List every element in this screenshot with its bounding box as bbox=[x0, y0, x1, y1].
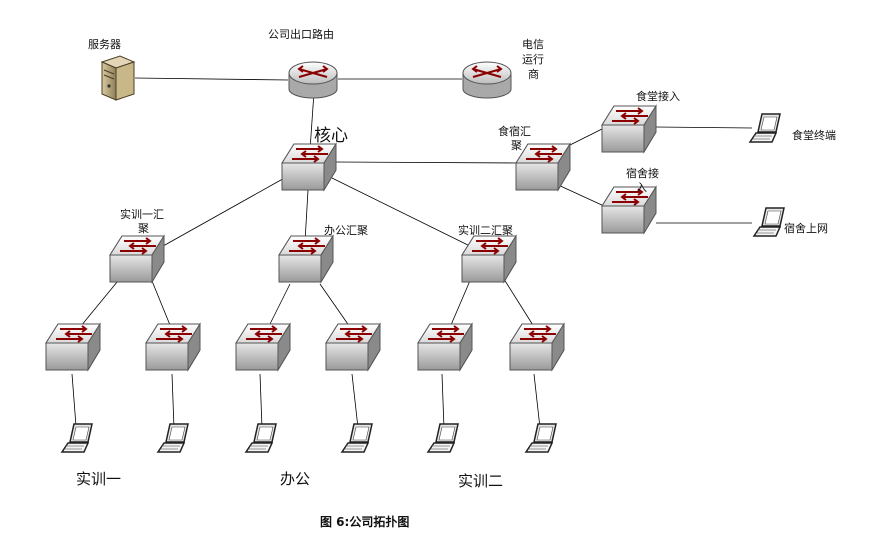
office-agg-switch-icon bbox=[278, 235, 334, 283]
link-core-train2agg bbox=[331, 177, 479, 251]
isp-label-line-2: 运行 bbox=[522, 53, 544, 66]
dorm-access-switch-icon bbox=[601, 186, 657, 234]
router-main-label: 公司出口路由 bbox=[268, 27, 334, 41]
link-core-train1agg bbox=[155, 175, 289, 251]
core-switch-icon bbox=[281, 143, 337, 191]
link-sw-laptop-5 bbox=[441, 373, 445, 429]
link-train2agg-sw1 bbox=[447, 275, 473, 333]
access-switch-icon bbox=[325, 323, 381, 371]
train1-group-label: 实训一 bbox=[76, 470, 121, 488]
office-group-label: 办公 bbox=[280, 470, 310, 488]
link-canteen-terminal bbox=[655, 126, 753, 129]
link-dormagg-dorm bbox=[555, 183, 605, 207]
office-agg-label: 办公汇聚 bbox=[324, 224, 368, 237]
canteen-terminal-label: 食堂终端 bbox=[792, 128, 836, 142]
isp-label-line-1: 电信 bbox=[522, 38, 544, 51]
dorm-laptop-icon bbox=[753, 207, 785, 237]
laptop-icon bbox=[157, 423, 189, 453]
link-train1agg-sw2 bbox=[149, 275, 173, 331]
figure-caption: 图 6:公司拓扑图 bbox=[320, 514, 409, 529]
link-server-router bbox=[134, 77, 289, 81]
train2-group-label: 实训二 bbox=[458, 472, 503, 490]
laptop-icon bbox=[427, 423, 459, 453]
dorm-agg-label-line-2: 聚 bbox=[511, 139, 522, 152]
access-switch-icon bbox=[417, 323, 473, 371]
link-train2agg-sw2 bbox=[501, 275, 537, 331]
link-sw-laptop-6 bbox=[533, 373, 541, 429]
laptop-icon bbox=[525, 423, 557, 453]
canteen-access-switch-icon bbox=[601, 105, 657, 153]
train2-agg-switch-icon bbox=[461, 235, 517, 283]
train2-agg-label: 实训二汇聚 bbox=[458, 223, 513, 237]
link-sw-laptop-3 bbox=[259, 373, 263, 429]
dorm-agg-switch-icon bbox=[515, 143, 571, 191]
dorm-access-label-line-2: 入 bbox=[636, 181, 647, 194]
dorm-access-label-line-1: 宿舍接 bbox=[626, 166, 659, 180]
link-sw-laptop-1 bbox=[71, 373, 77, 427]
access-switch-icon bbox=[509, 323, 565, 371]
link-train1agg-sw1 bbox=[75, 275, 123, 333]
link-sw-laptop-4 bbox=[351, 373, 359, 429]
train1-agg-label-line-2: 聚 bbox=[138, 222, 149, 235]
main-router-icon bbox=[288, 61, 338, 99]
isp-label-line-3: 商 bbox=[528, 67, 539, 81]
link-sw-laptop-2 bbox=[171, 373, 175, 429]
link-core-officeagg bbox=[304, 189, 309, 243]
isp-router-icon bbox=[462, 61, 512, 99]
dorm-net-label: 宿舍上网 bbox=[784, 221, 828, 235]
server-icon bbox=[100, 55, 136, 101]
train1-agg-label-line-1: 实训一汇 bbox=[120, 207, 164, 221]
laptop-icon bbox=[341, 423, 373, 453]
access-switch-icon bbox=[235, 323, 291, 371]
dorm-agg-label-line-1: 食宿汇 bbox=[498, 124, 531, 138]
access-switch-icon bbox=[45, 323, 101, 371]
core-label: 核心 bbox=[314, 126, 348, 146]
canteen-access-label: 食堂接入 bbox=[636, 89, 680, 103]
link-router-core bbox=[309, 91, 315, 151]
server-label: 服务器 bbox=[88, 38, 121, 51]
laptop-icon bbox=[245, 423, 277, 453]
laptop-icon bbox=[61, 423, 93, 453]
link-core-dormagg bbox=[335, 161, 519, 164]
train1-agg-switch-icon bbox=[109, 235, 165, 283]
access-switch-icon bbox=[145, 323, 201, 371]
canteen-laptop-icon bbox=[749, 113, 781, 143]
link-officeagg-sw2 bbox=[319, 283, 353, 331]
